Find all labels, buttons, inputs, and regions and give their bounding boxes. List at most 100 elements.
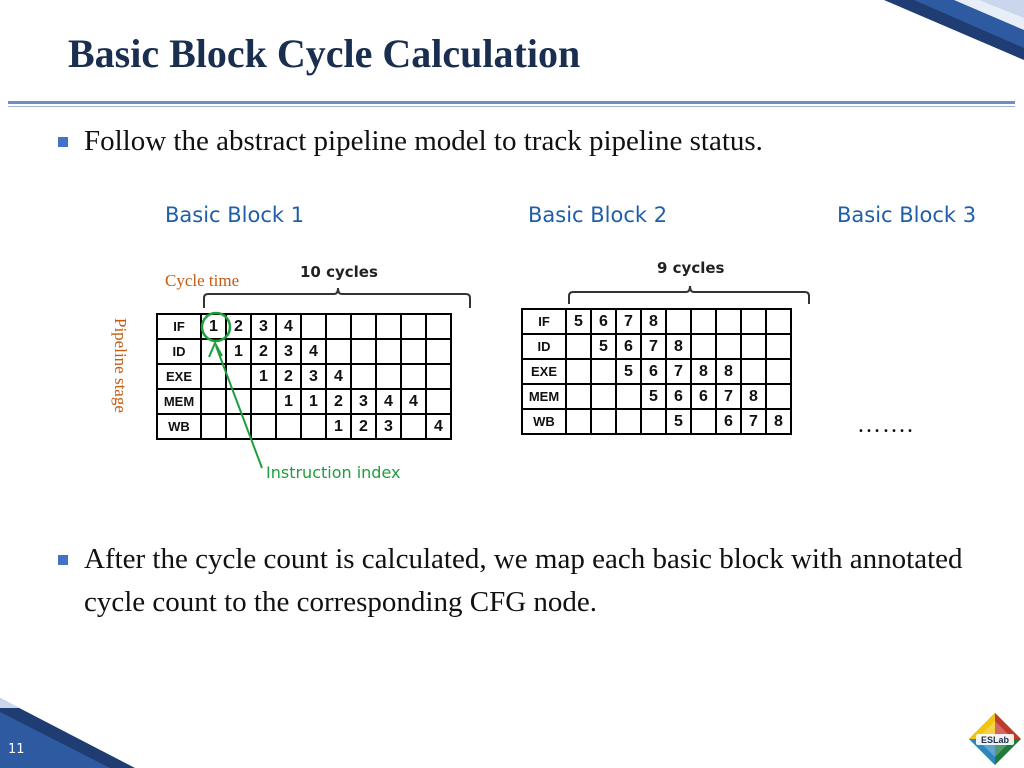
- pipeline-cell: [200, 338, 227, 365]
- pipeline-cell: [325, 313, 352, 340]
- pipeline-cell: 2: [250, 338, 277, 365]
- pipeline-cell: [250, 413, 277, 440]
- pipeline-stage-label: Pipeline stage: [111, 318, 130, 413]
- pipeline-cell: 4: [325, 363, 352, 390]
- block1-brace: [203, 287, 471, 308]
- eslab-logo: ESLab: [969, 713, 1021, 765]
- pipeline-stage-name: MEM: [521, 383, 567, 410]
- pipeline-cell: [565, 383, 592, 410]
- basic-block-1-label: Basic Block 1: [165, 203, 305, 227]
- pipeline-cell: [765, 358, 792, 385]
- pipeline-cell: [300, 313, 327, 340]
- pipeline-cell: [565, 358, 592, 385]
- pipeline-cell: [400, 413, 427, 440]
- bullet-marker: [58, 137, 68, 147]
- pipeline-cell: [715, 333, 742, 360]
- pipeline-cell: 4: [300, 338, 327, 365]
- pipeline-cell: [200, 388, 227, 415]
- basic-block-2-label: Basic Block 2: [528, 203, 668, 227]
- pipeline-cell: 8: [715, 358, 742, 385]
- pipeline-cell: 5: [565, 308, 592, 335]
- pipeline-cell: 4: [375, 388, 402, 415]
- pipeline-cell: 2: [225, 313, 252, 340]
- pipeline-cell: [665, 308, 692, 335]
- pipeline-cell: [400, 313, 427, 340]
- pipeline-cell: [325, 338, 352, 365]
- pipeline-cell: [640, 408, 667, 435]
- pipeline-cell: 1: [325, 413, 352, 440]
- pipeline-cell: 1: [200, 313, 227, 340]
- pipeline-cell: [400, 363, 427, 390]
- continuation-ellipsis: …….: [857, 412, 914, 438]
- pipeline-cell: [350, 313, 377, 340]
- pipeline-cell: [615, 383, 642, 410]
- pipeline-cell: [350, 338, 377, 365]
- logo-text: ESLab: [981, 735, 1010, 745]
- pipeline-cell: 2: [350, 413, 377, 440]
- pipeline-cell: [425, 338, 452, 365]
- pipeline-cell: 3: [350, 388, 377, 415]
- pipeline-cell: 8: [740, 383, 767, 410]
- pipeline-cell: 7: [740, 408, 767, 435]
- block1-cycle-count: 10 cycles: [300, 263, 378, 281]
- basic-block-3-label: Basic Block 3: [837, 203, 977, 227]
- pipeline-cell: 2: [275, 363, 302, 390]
- pipeline-cell: 5: [665, 408, 692, 435]
- pipeline-cell: [765, 308, 792, 335]
- pipeline-cell: [690, 408, 717, 435]
- pipeline-cell: [225, 363, 252, 390]
- pipeline-cell: [615, 408, 642, 435]
- pipeline-cell: 3: [250, 313, 277, 340]
- pipeline-stage-name: IF: [156, 313, 202, 340]
- pipeline-stage-name: EXE: [156, 363, 202, 390]
- pipeline-cell: 6: [715, 408, 742, 435]
- pipeline-cell: 8: [690, 358, 717, 385]
- pipeline-cell: [765, 383, 792, 410]
- pipeline-stage-name: IF: [521, 308, 567, 335]
- pipeline-cell: 6: [640, 358, 667, 385]
- pipeline-cell: 4: [275, 313, 302, 340]
- pipeline-cell: 3: [275, 338, 302, 365]
- pipeline-cell: [740, 333, 767, 360]
- pipeline-stage-name: MEM: [156, 388, 202, 415]
- pipeline-cell: 3: [300, 363, 327, 390]
- page-number: 11: [8, 742, 25, 757]
- pipeline-cell: 6: [690, 383, 717, 410]
- block2-cycle-count: 9 cycles: [657, 259, 725, 277]
- instruction-index-label: Instruction index: [266, 463, 401, 482]
- pipeline-cell: [300, 413, 327, 440]
- pipeline-cell: [400, 338, 427, 365]
- pipeline-cell: [590, 408, 617, 435]
- pipeline-cell: [425, 313, 452, 340]
- corner-decoration-bottom-left: [0, 698, 135, 768]
- pipeline-cell: [225, 413, 252, 440]
- pipeline-stage-name: ID: [521, 333, 567, 360]
- cycle-time-label: Cycle time: [165, 271, 240, 290]
- pipeline-cell: 5: [615, 358, 642, 385]
- title-divider-thin: [8, 106, 1015, 107]
- pipeline-cell: 1: [225, 338, 252, 365]
- bullet-marker: [58, 555, 68, 565]
- pipeline-cell: [765, 333, 792, 360]
- pipeline-cell: 7: [665, 358, 692, 385]
- pipeline-cell: [690, 333, 717, 360]
- bullet-text-2: After the cycle count is calculated, we …: [84, 543, 963, 618]
- pipeline-cell: [425, 363, 452, 390]
- pipeline-cell: [715, 308, 742, 335]
- pipeline-cell: 4: [425, 413, 452, 440]
- pipeline-cell: [565, 408, 592, 435]
- pipeline-cell: 1: [275, 388, 302, 415]
- pipeline-cell: 3: [375, 413, 402, 440]
- pipeline-cell: 5: [640, 383, 667, 410]
- pipeline-stage-name: EXE: [521, 358, 567, 385]
